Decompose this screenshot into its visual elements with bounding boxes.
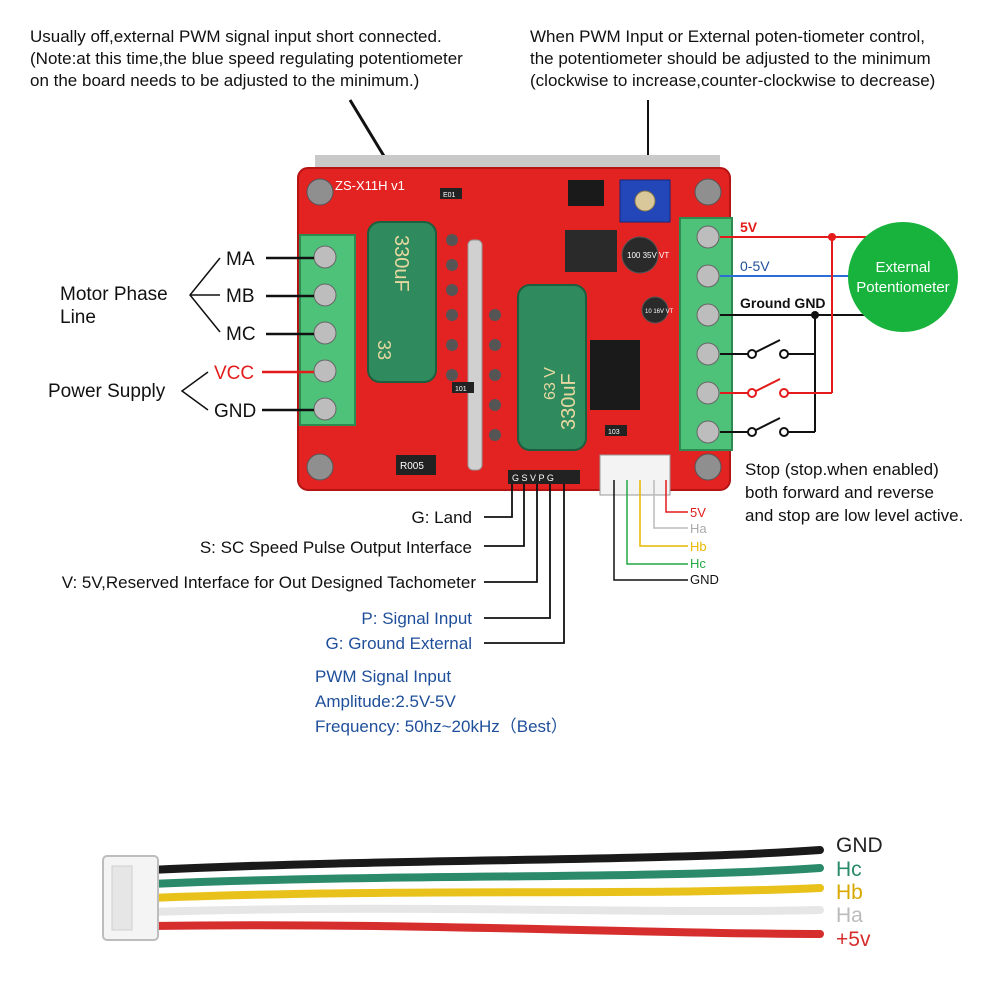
capacitor-large-left [367,221,437,383]
stop-note-line-1: Stop (stop.when enabled) [745,460,939,479]
screw-icon [306,178,334,206]
motor-phase-label-line2: Line [60,307,96,328]
note-top-right: When PWM Input or External poten-tiomete… [530,27,935,90]
hall-pin-gnd: GND [690,572,719,587]
phase-mb-label: MB [226,286,255,307]
signal-leaders [484,484,565,644]
terminal-block-left [299,234,356,426]
pot-5v-label: 5V [740,219,758,235]
signal-labels: G: Land S: SC Speed Pulse Output Interfa… [62,508,477,653]
cable-wire-hc [146,864,824,888]
motor-phase-group: Motor Phase Line MA MB MC [60,249,314,345]
external-potentiometer-circle [848,222,958,332]
capacitor-small-1-label: 100 35V VT [627,251,669,260]
note-top-right-line-2: the potentiometer should be adjusted to … [530,49,931,68]
note-top-left-line-2: (Note:at this time,the blue speed regula… [30,49,463,68]
pot-0-5v-label: 0-5V [740,258,770,274]
note-top-right-line-3: (clockwise to increase,counter-clockwise… [530,71,935,90]
potentiometer-knob-icon [634,190,656,212]
power-supply-label: Power Supply [48,381,166,402]
switches [720,339,832,437]
signal-p-input: P: Signal Input [361,609,472,628]
external-potentiometer-label-2: Potentiometer [856,279,949,296]
pcb-board: ZS-X11H v1 E01 100 35V VT 10 16V VT [297,167,731,496]
switch-1-icon [755,339,781,353]
signal-g-land: G: Land [412,508,473,527]
signal-s-pulse: S: SC Speed Pulse Output Interface [200,538,472,557]
cable-wire-gnd [146,846,824,874]
capacitor-large-left-label: 330uF [390,235,412,292]
board-label: ZS-X11H v1 [335,178,405,193]
resistor-e01 [440,188,462,199]
resistor-e01-label: E01 [443,192,456,199]
external-potentiometer-label-1: External [875,259,930,276]
cable-label-ha: Ha [836,904,863,927]
capacitor-large-center-voltage: 63 V [542,367,559,400]
ic-chip [568,180,604,206]
pwm-info: PWM Signal Input Amplitude:2.5V-5V Frequ… [315,667,568,736]
resistor-101 [452,382,474,393]
motor-phase-brace [189,257,221,333]
resistor-103 [605,425,627,436]
resistor-101-label: 101 [455,386,467,393]
hall-cable: GND Hc Hb Ha +5v [102,834,883,951]
potentiometer-wiring: 5V 0-5V Ground GND External Potentiomete… [720,219,958,432]
switch-2-icon [755,378,781,392]
capacitor-small-2 [641,296,669,324]
note-top-left-line-3: on the board needs to be adjusted to the… [30,71,419,90]
stop-note-line-3: and stop are low level active. [745,506,963,525]
screw-icon [694,453,722,481]
note-top-left: Usually off,external PWM signal input sh… [30,27,463,90]
cable-label-5v: +5v [836,928,871,951]
heat-strip [467,239,483,471]
signal-header-label: G S V P G [512,473,554,483]
vcc-label: VCC [214,363,254,384]
hall-pin-5v: 5V [690,505,706,520]
hall-connector [599,454,671,496]
cable-wire-hb [146,884,824,902]
stop-note: Stop (stop.when enabled) both forward an… [745,460,963,525]
resistor-r005 [396,455,436,475]
pwm-title: PWM Signal Input [315,667,451,686]
power-supply-group: Power Supply VCC GND [48,363,314,422]
note-top-right-line-1: When PWM Input or External poten-tiomete… [530,27,925,46]
terminal-block-right [679,217,733,451]
signal-header: G S V P G [508,470,580,484]
pot-gnd-label: Ground GND [740,295,826,311]
capacitor-large-center [517,284,587,451]
cable-label-hc: Hc [836,858,862,881]
hall-pin-ha: Ha [690,521,707,536]
gnd-label: GND [214,401,256,422]
pwm-frequency: Frequency: 50hz~20kHz（Best） [315,717,568,736]
power-supply-brace [180,371,209,411]
cable-wire-ha [146,904,824,916]
driver-ic [590,340,640,410]
phase-ma-label: MA [226,249,255,270]
capacitor-large-left-short: 33 [374,340,394,360]
resistor-103-label: 103 [608,429,620,436]
hall-wires: 5V Ha Hb Hc GND [613,480,719,587]
capacitor-large-center-label: 330uF [558,373,580,430]
capacitor-small-2-label: 10 16V VT [645,309,674,315]
cable-label-hb: Hb [836,881,863,904]
hall-pin-hc: Hc [690,556,706,571]
screw-icon [694,178,722,206]
capacitor-small-1 [621,236,659,274]
phase-mc-label: MC [226,324,256,345]
signal-g-external: G: Ground External [326,634,472,653]
signal-v-reserved: V: 5V,Reserved Interface for Out Designe… [62,573,477,592]
switch-3-icon [755,417,781,431]
pwm-amplitude: Amplitude:2.5V-5V [315,692,456,711]
motor-phase-label-line1: Motor Phase [60,284,168,305]
note-top-left-line-1: Usually off,external PWM signal input sh… [30,27,442,46]
mosfet-pads [446,234,501,441]
cable-label-gnd: GND [836,834,883,857]
resistor-r005-label: R005 [400,461,424,472]
stop-note-line-2: both forward and reverse [745,483,934,502]
screw-icon [306,453,334,481]
voltage-regulator [565,230,617,272]
hall-pin-hb: Hb [690,539,707,554]
cable-wire-5v [146,921,824,938]
